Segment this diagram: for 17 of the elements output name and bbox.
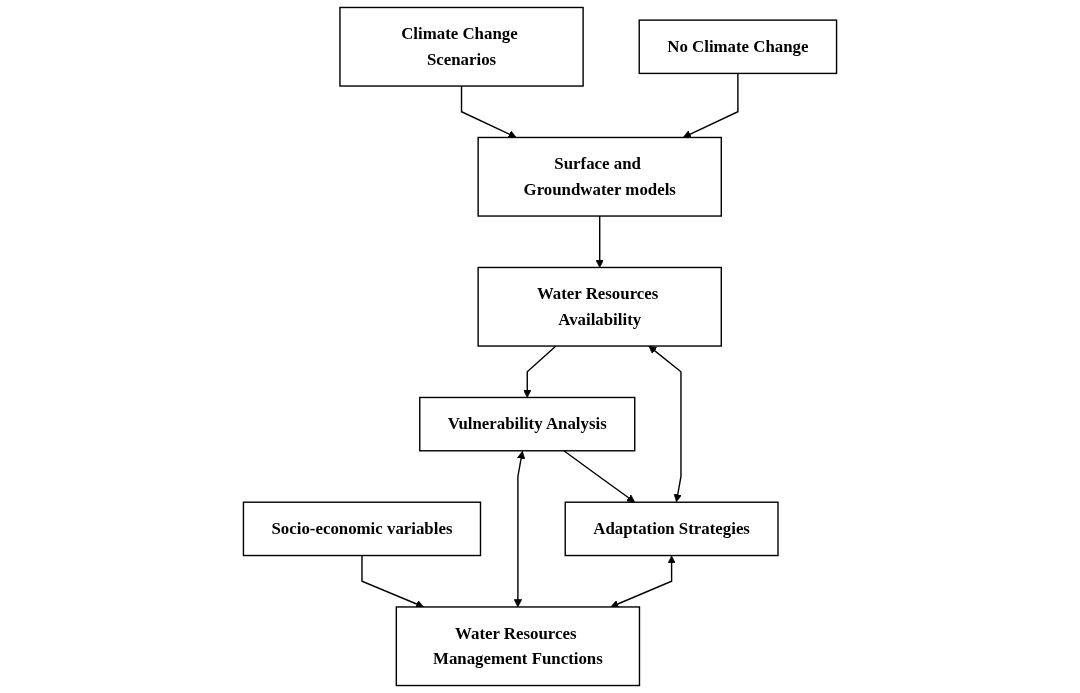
arrow: [648, 345, 682, 503]
arrow: [610, 555, 676, 608]
node-box: Climate Change Scenarios: [339, 6, 584, 87]
node-box: Surface and Groundwater models: [477, 136, 722, 217]
node-box: No Climate Change: [638, 19, 838, 75]
arrow: [460, 85, 517, 139]
node-box: Adaptation Strategies: [564, 501, 779, 557]
node-box: Socio-economic variables: [242, 501, 482, 557]
arrow: [595, 215, 604, 268]
arrow: [361, 554, 425, 608]
node-box: Vulnerability Analysis: [419, 396, 636, 452]
arrow: [513, 450, 526, 608]
arrow: [563, 450, 636, 503]
node-box: Water Resources Management Functions: [395, 606, 641, 687]
node-box: Water Resources Availability: [477, 266, 722, 347]
arrow: [523, 345, 557, 398]
arrow: [682, 72, 739, 139]
